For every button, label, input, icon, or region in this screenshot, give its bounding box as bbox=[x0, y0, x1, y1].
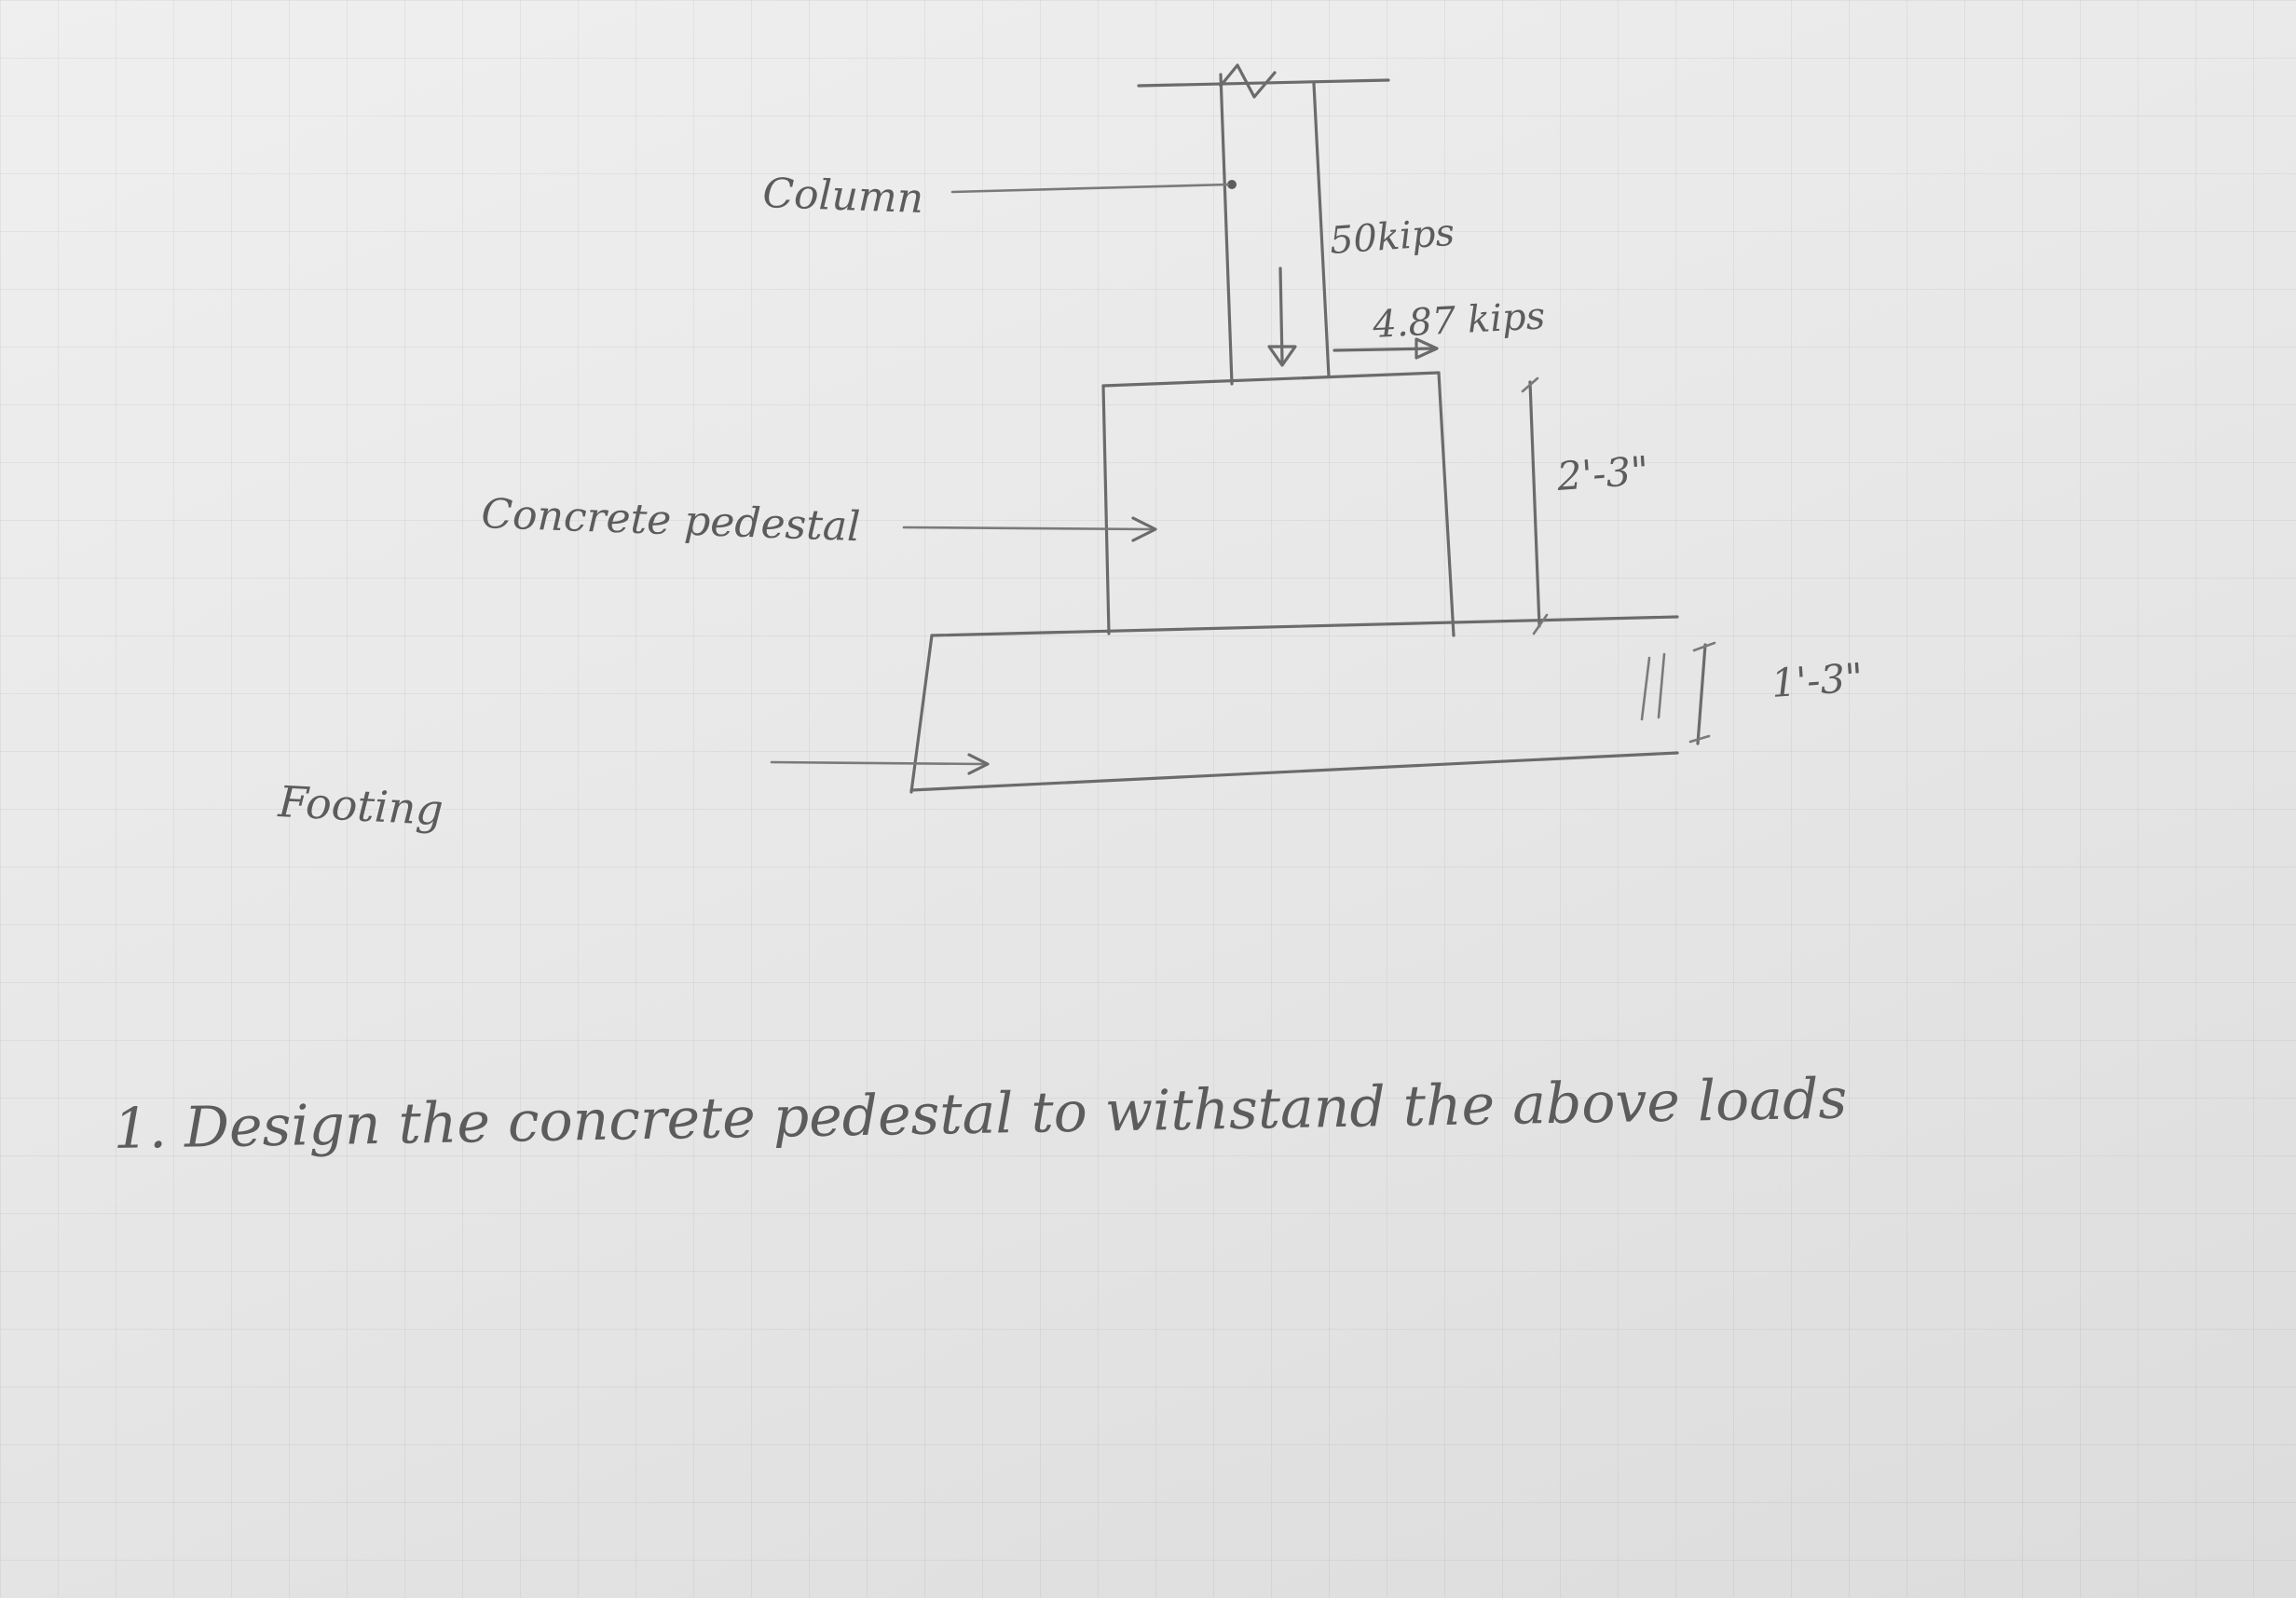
footing-leader-line bbox=[770, 760, 988, 766]
pedestal-top bbox=[1101, 371, 1441, 388]
pedestal-leader bbox=[902, 516, 1157, 542]
column-right-edge bbox=[1312, 82, 1331, 378]
column-break-mark bbox=[1219, 63, 1277, 99]
footing-leader-head bbox=[967, 753, 990, 775]
column-leader-dot bbox=[1227, 180, 1237, 189]
pedestal-label: Concrete pedestal bbox=[481, 490, 861, 551]
lateral-load-arrow bbox=[1332, 337, 1439, 360]
footing-top bbox=[930, 615, 1679, 637]
pedestal-height-tick-bottom bbox=[1532, 613, 1549, 635]
axial-load-arrow bbox=[1267, 266, 1297, 367]
lateral-load-shaft bbox=[1332, 347, 1435, 352]
footing-leader bbox=[770, 753, 990, 775]
pedestal-height-line bbox=[1528, 380, 1541, 628]
footing-bottom bbox=[909, 751, 1679, 792]
pedestal-height-label: 2'-3" bbox=[1554, 447, 1650, 499]
pedestal bbox=[1101, 371, 1456, 637]
column-cap-line bbox=[1137, 78, 1390, 88]
axial-load-label: 50kips bbox=[1328, 212, 1456, 263]
footing-thickness-tick-top bbox=[1692, 641, 1716, 652]
column-leader-line bbox=[950, 183, 1230, 194]
pedestal-height-dimension bbox=[1521, 376, 1549, 635]
pedestal-leader-line bbox=[902, 526, 1154, 531]
axial-load-head bbox=[1267, 345, 1297, 367]
pedestal-leader-head bbox=[1131, 516, 1157, 542]
footing-left bbox=[909, 634, 934, 794]
footing-thickness-tick-bottom bbox=[1688, 734, 1711, 744]
footing-thickness-label: 1'-3" bbox=[1770, 654, 1865, 706]
footing-thickness-line bbox=[1696, 643, 1707, 745]
lateral-load-label: 4.87 kips bbox=[1371, 294, 1546, 347]
footing-thickness-dimension bbox=[1640, 641, 1716, 745]
footing bbox=[909, 615, 1679, 794]
column bbox=[1137, 63, 1390, 386]
pedestal-height-tick-top bbox=[1521, 376, 1539, 393]
pedestal-right bbox=[1437, 371, 1456, 637]
footing-thickness-witness-1 bbox=[1640, 656, 1651, 721]
column-left-edge bbox=[1219, 73, 1234, 386]
footing-label: Footing bbox=[276, 776, 444, 835]
column-label: Column bbox=[762, 170, 924, 223]
pedestal-left bbox=[1101, 384, 1111, 635]
footing-thickness-witness-2 bbox=[1657, 652, 1666, 719]
question-text: 1. Design the concrete pedestal to withs… bbox=[113, 1067, 1848, 1162]
lateral-load-head bbox=[1414, 337, 1439, 360]
